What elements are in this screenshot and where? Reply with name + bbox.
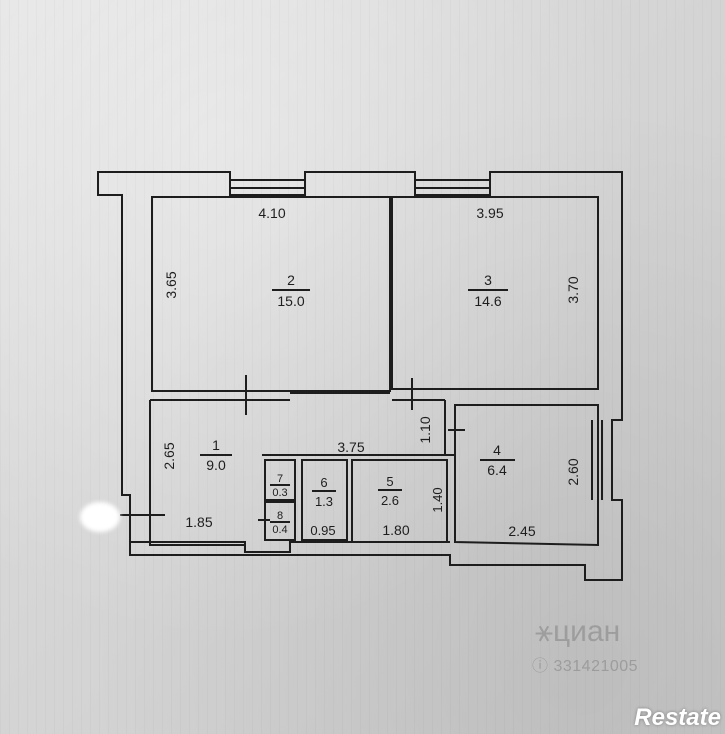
cian-logo-watermark: ⚹циан [535, 615, 620, 649]
cian-watermark-id-text: 331421005 [553, 658, 639, 675]
restate-logo: Restate [634, 704, 721, 731]
room-5-number: 5 [386, 474, 393, 489]
room-6-outline [301, 459, 348, 541]
room-4-area: 6.4 [487, 462, 507, 478]
id-icon: ⓘ [532, 658, 549, 675]
dim-room3-height: 3.70 [565, 276, 581, 303]
room-7-number: 7 [277, 473, 283, 485]
room-7-area: 0.3 [272, 487, 287, 499]
window-top-left [230, 179, 305, 189]
dim-room5-width: 1.80 [382, 522, 409, 538]
dim-room6-width: 0.95 [310, 523, 335, 538]
dim-room2-width: 4.10 [258, 205, 285, 221]
room-2-outline [151, 196, 391, 392]
passage-wall [444, 400, 456, 542]
dim-corridor-length: 3.75 [337, 439, 364, 455]
room-1-area: 9.0 [206, 457, 226, 473]
room-2-number: 2 [287, 272, 295, 288]
cian-watermark-brand: циан [553, 615, 621, 648]
dim-room2-height: 3.65 [163, 271, 179, 298]
room-1-number: 1 [212, 437, 220, 453]
cian-watermark-id: ⓘ 331421005 [532, 652, 638, 676]
dim-room5-height: 1.40 [430, 487, 445, 512]
room-2-area: 15.0 [277, 293, 304, 309]
room-3-area: 14.6 [474, 293, 501, 309]
room-5-outline [351, 459, 448, 543]
dim-room1-height: 2.65 [161, 442, 177, 469]
mid-partition [150, 392, 445, 401]
room-4-number: 4 [493, 442, 501, 458]
room-6-number: 6 [320, 475, 327, 490]
dim-room4-height: 2.60 [565, 458, 581, 485]
room-1-wall [149, 400, 245, 546]
cian-watermark-icon: ⚹ [535, 615, 553, 648]
dim-room1-width: 1.85 [185, 514, 212, 530]
room-6-area: 1.3 [315, 494, 333, 509]
outer-wall [97, 171, 623, 581]
bottom-wall-inner [130, 541, 450, 553]
room-7-outline [264, 459, 296, 501]
dim-room4-width: 2.45 [508, 523, 535, 539]
dim-passage-width: 1.10 [417, 416, 433, 443]
room-3-outline [391, 196, 599, 390]
dim-room3-width: 3.95 [476, 205, 503, 221]
room-8-area: 0.4 [272, 524, 287, 536]
window-top-right [415, 179, 490, 189]
paper-smudge [80, 502, 120, 532]
room-5-area: 2.6 [381, 493, 399, 508]
room-3-number: 3 [484, 272, 492, 288]
room-8-number: 8 [277, 510, 283, 522]
window-right [591, 420, 613, 500]
